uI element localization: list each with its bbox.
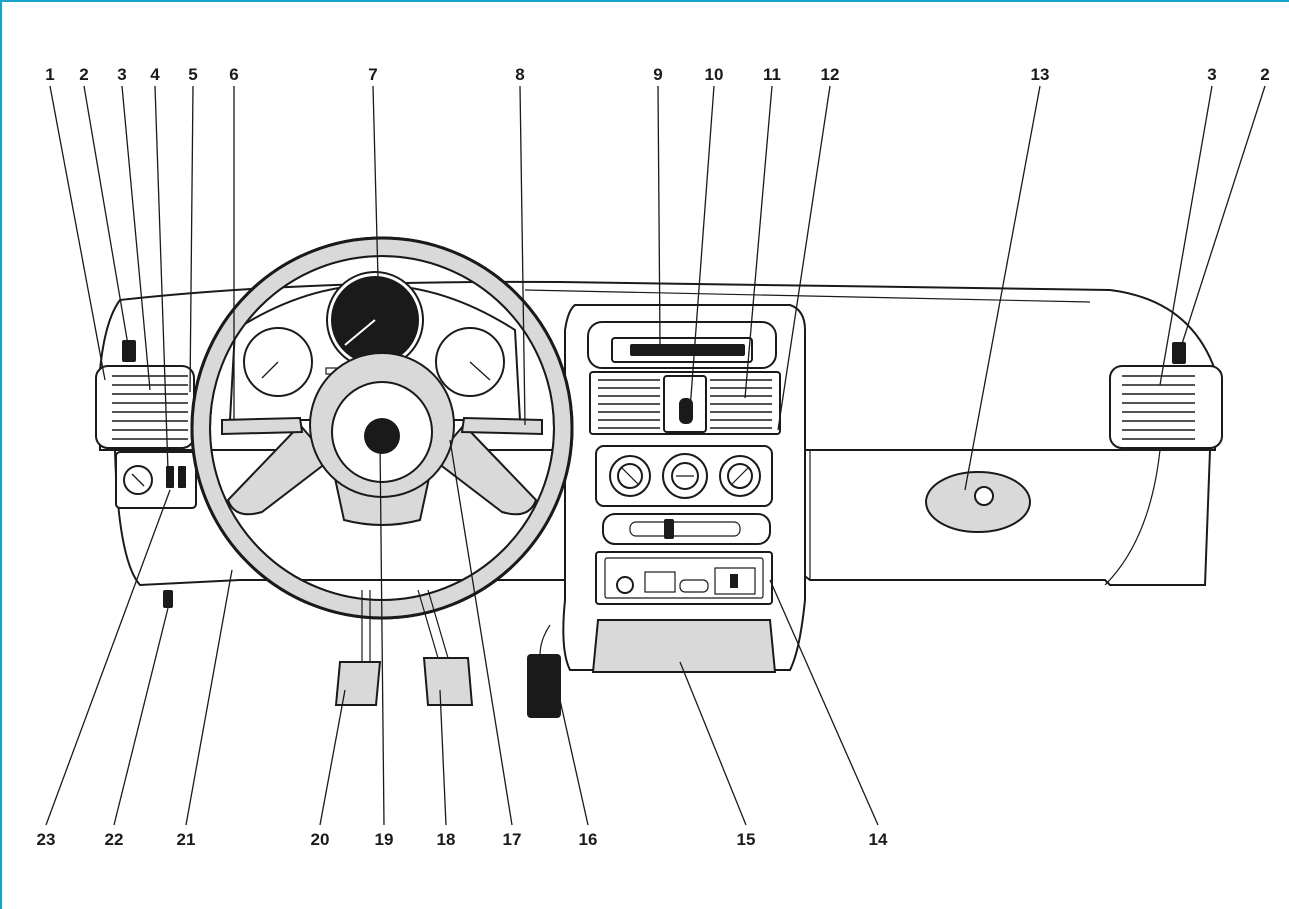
- callout-23: 23: [37, 830, 56, 849]
- callout-22: 22: [105, 830, 124, 849]
- left-window-demist-vent: [122, 340, 136, 362]
- callout-2-right: 2: [1260, 65, 1269, 84]
- clock-display: [630, 344, 745, 356]
- callout-3-right: 3: [1207, 65, 1216, 84]
- glovebox-lid[interactable]: [925, 471, 1031, 533]
- center-air-vents[interactable]: [598, 379, 772, 429]
- bonnet-release-lever[interactable]: [163, 590, 173, 608]
- clutch-pedal[interactable]: [334, 590, 382, 706]
- storage-tray[interactable]: [591, 619, 777, 673]
- callout-10: 10: [705, 65, 724, 84]
- callout-13: 13: [1031, 65, 1050, 84]
- callout-17: 17: [503, 830, 522, 849]
- right-side-vent[interactable]: [1109, 342, 1223, 449]
- callout-15: 15: [737, 830, 756, 849]
- callout-18: 18: [437, 830, 456, 849]
- brake-pedal[interactable]: [417, 589, 474, 706]
- light-switch-panel[interactable]: [115, 451, 197, 509]
- heater-controls[interactable]: [609, 453, 761, 499]
- callout-14: 14: [869, 830, 888, 849]
- callout-5: 5: [188, 65, 197, 84]
- callout-labels-top: 1 2 3 4 5 6 7 8 9 10 11 12 13 3 2: [45, 65, 1269, 84]
- callout-19: 19: [375, 830, 394, 849]
- left-stalk[interactable]: [221, 416, 304, 436]
- right-window-demist-vent: [1172, 342, 1186, 364]
- callout-12: 12: [821, 65, 840, 84]
- horn-pad-icon[interactable]: [364, 418, 400, 454]
- callout-1: 1: [45, 65, 54, 84]
- callout-9: 9: [653, 65, 662, 84]
- callout-4: 4: [150, 65, 160, 84]
- center-console: [562, 304, 806, 673]
- callout-11: 11: [763, 65, 781, 84]
- glovebox-lock-icon[interactable]: [974, 486, 994, 506]
- callout-16: 16: [579, 830, 598, 849]
- callout-2: 2: [79, 65, 88, 84]
- callout-6: 6: [229, 65, 238, 84]
- callout-7: 7: [368, 65, 377, 84]
- callout-labels-bottom: 23 22 21 20 19 18 17 16 15 14: [37, 830, 888, 849]
- accelerator-pedal[interactable]: [527, 624, 561, 718]
- callout-8: 8: [515, 65, 524, 84]
- leader-lines: [45, 85, 1266, 826]
- callout-21: 21: [177, 830, 196, 849]
- right-stalk[interactable]: [460, 416, 543, 436]
- callout-3: 3: [117, 65, 126, 84]
- steering-wheel[interactable]: [190, 236, 574, 620]
- callout-20: 20: [311, 830, 330, 849]
- radio-unit[interactable]: [595, 551, 773, 605]
